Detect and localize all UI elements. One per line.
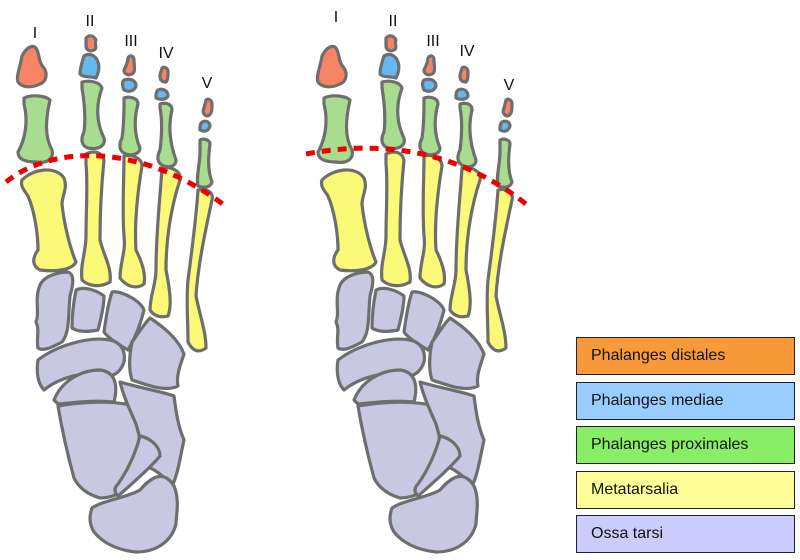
right-toe-label-2: II (389, 13, 398, 30)
legend-label: Phalanges distales (591, 347, 726, 364)
right-toe-label-5: V (504, 77, 515, 94)
left-toe-label-3: III (124, 33, 137, 50)
right-toe-label-1: I (334, 9, 338, 26)
legend-phalanges-mediae: Phalanges mediae (576, 381, 795, 420)
left-toe-label-5: V (202, 75, 213, 92)
left-joint-line (4, 153, 230, 210)
legend-label: Metatarsalia (591, 480, 679, 498)
legend-label: Phalanges mediae (591, 391, 724, 409)
right-joint-line (305, 145, 528, 206)
left-toe-label-2: II (86, 13, 95, 30)
legend-phalanges-proximales: Phalanges proximales (576, 426, 795, 464)
left-toe-label-1: I (33, 25, 37, 42)
left-foot: I II III IV V (4, 13, 230, 554)
left-toe-label-4: IV (158, 45, 173, 62)
right-toe-label-4: IV (459, 43, 474, 60)
right-foot: I II III IV V (305, 9, 528, 554)
legend-label: Ossa tarsi (591, 525, 664, 542)
right-toe-label-3: III (426, 33, 439, 50)
legend-label: Phalanges proximales (591, 436, 749, 453)
legend: Phalanges distales Phalanges mediae Phal… (576, 337, 795, 560)
legend-ossa-tarsi: Ossa tarsi (576, 515, 795, 553)
legend-phalanges-distales: Phalanges distales (576, 337, 795, 375)
legend-metatarsalia: Metatarsalia (576, 470, 795, 509)
